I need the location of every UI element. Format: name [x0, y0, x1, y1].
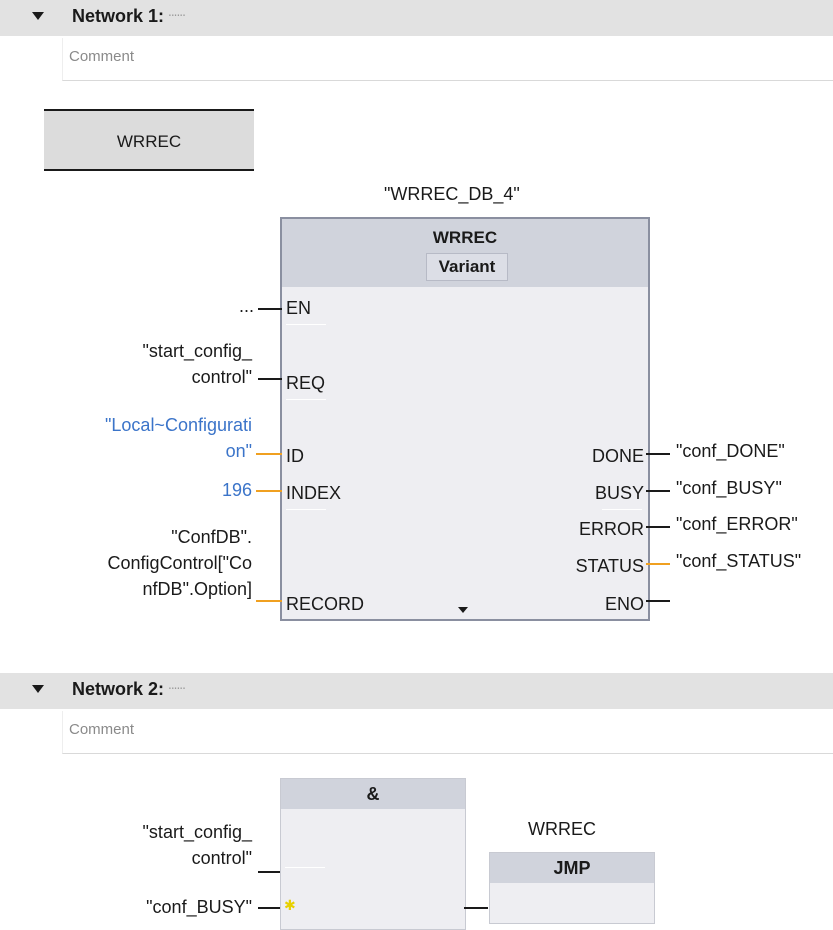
pin-eno: ENO: [604, 594, 644, 614]
wire-id: [256, 453, 282, 455]
operand-error[interactable]: "conf_ERROR": [676, 514, 798, 534]
pin-record: RECORD: [286, 594, 365, 614]
pin-done: DONE: [591, 446, 644, 466]
pin-req: REQ: [286, 373, 326, 393]
operand-status[interactable]: "conf_STATUS": [676, 551, 802, 571]
collapse-toggle-icon[interactable]: [32, 12, 44, 20]
wire-index: [256, 490, 282, 492]
and-block[interactable]: &: [280, 778, 466, 930]
operand-id-line2[interactable]: on": [225, 441, 252, 461]
wire-done: [646, 453, 670, 455]
and-input-1-line2[interactable]: control": [191, 848, 252, 868]
operand-req-line1[interactable]: "start_config_: [142, 341, 252, 361]
operand-req-line2[interactable]: control": [191, 367, 252, 387]
wire-and-in2: [258, 907, 280, 909]
network-2-title-placeholder[interactable]: ......: [168, 678, 186, 692]
add-input-star-icon[interactable]: ✱: [284, 898, 296, 914]
pin-index: INDEX: [286, 483, 342, 503]
expand-pins-icon[interactable]: [458, 607, 468, 613]
network-1-header[interactable]: Network 1: ......: [0, 0, 833, 36]
operand-done[interactable]: "conf_DONE": [676, 441, 785, 461]
operand-id-line1[interactable]: "Local~Configurati: [105, 415, 252, 435]
jump-label-box[interactable]: WRREC: [44, 109, 254, 171]
wire-error: [646, 526, 670, 528]
and-input-2[interactable]: "conf_BUSY": [146, 897, 252, 917]
operand-busy[interactable]: "conf_BUSY": [676, 478, 782, 498]
operand-index[interactable]: 196: [221, 480, 252, 500]
jump-target-label[interactable]: WRREC: [528, 819, 596, 839]
wrrec-block-header: WRREC Variant: [282, 219, 648, 287]
wrrec-block[interactable]: WRREC Variant EN REQ ID INDEX RECORD DON…: [280, 217, 650, 621]
version-selector[interactable]: Variant: [426, 253, 508, 281]
wire-and-in1: [258, 871, 280, 873]
wire-record: [256, 600, 282, 602]
jump-label-text: WRREC: [116, 132, 182, 151]
network-1-comment[interactable]: Comment: [62, 38, 833, 81]
network-2-title: Network 2:: [72, 679, 165, 699]
pin-status: STATUS: [575, 556, 644, 576]
wire-busy: [646, 490, 670, 492]
jmp-box[interactable]: JMP: [489, 852, 655, 924]
jmp-header: JMP: [490, 853, 654, 883]
wire-status: [646, 563, 670, 565]
operand-record-line1[interactable]: "ConfDB".: [171, 527, 252, 547]
instance-db-name[interactable]: "WRREC_DB_4": [384, 184, 520, 204]
collapse-toggle-icon[interactable]: [32, 685, 44, 693]
pin-id: ID: [286, 446, 304, 466]
pin-en: EN: [286, 298, 312, 318]
and-block-header: &: [281, 779, 465, 809]
wire-req: [258, 378, 282, 380]
network-2-header[interactable]: Network 2: ......: [0, 673, 833, 709]
operand-record-line3[interactable]: nfDB".Option]: [142, 579, 252, 599]
operand-en[interactable]: ...: [238, 296, 254, 316]
jmp-label: JMP: [553, 858, 591, 878]
wire-en: [258, 308, 282, 310]
and-block-label: &: [366, 784, 380, 804]
pin-busy: BUSY: [594, 483, 644, 503]
version-selector-label: Variant: [438, 257, 496, 276]
network-2-comment[interactable]: Comment: [62, 711, 833, 754]
wire-and-out: [464, 907, 488, 909]
network-1-title: Network 1:: [72, 6, 165, 26]
pin-error: ERROR: [578, 519, 644, 539]
wrrec-block-name: WRREC: [432, 228, 498, 247]
comment-placeholder: Comment: [69, 721, 135, 738]
comment-placeholder: Comment: [69, 48, 135, 65]
network-1-title-placeholder[interactable]: ......: [168, 5, 186, 19]
wire-eno: [646, 600, 670, 602]
and-input-1-line1[interactable]: "start_config_: [142, 822, 252, 842]
operand-record-line2[interactable]: ConfigControl["Co: [107, 553, 252, 573]
